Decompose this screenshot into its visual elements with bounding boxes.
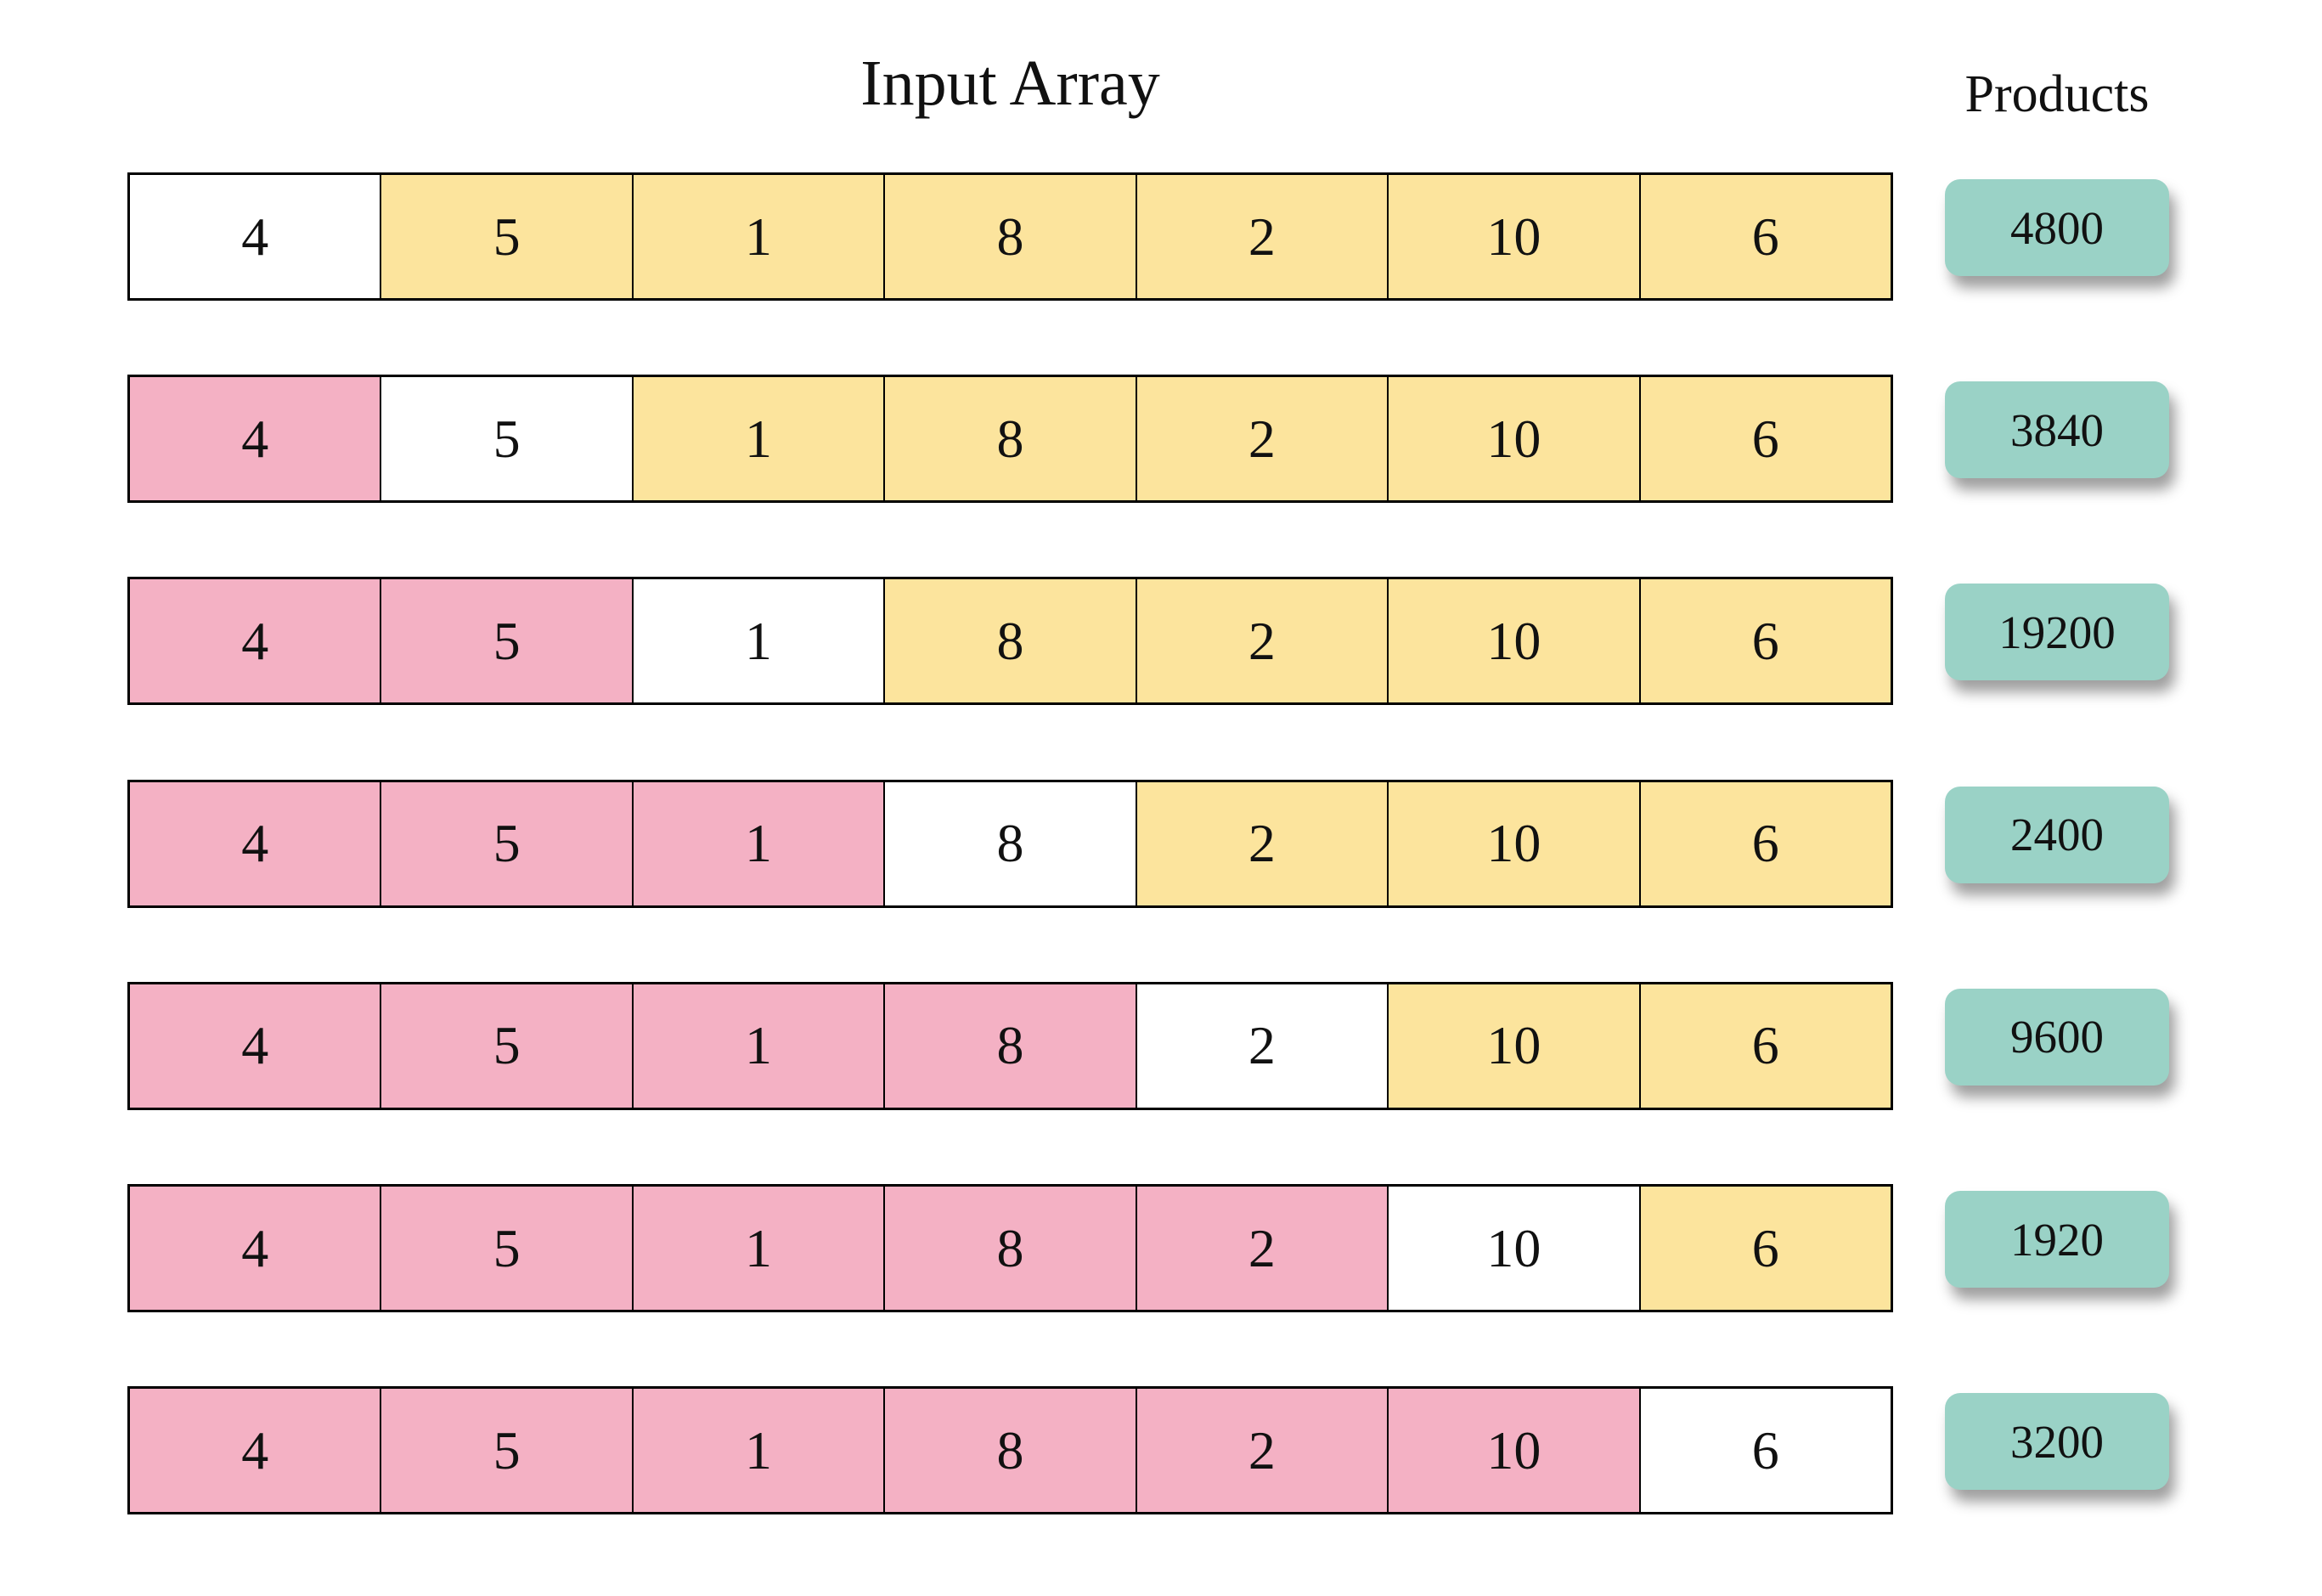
products-label: Products	[1964, 65, 2150, 123]
product-badge: 3840	[1945, 381, 2169, 479]
array-cell: 8	[883, 1187, 1136, 1310]
array-cell: 5	[380, 1187, 632, 1310]
array-cell: 5	[380, 175, 632, 298]
array-cell: 6	[1638, 175, 1891, 298]
array-cell: 2	[1135, 377, 1388, 501]
array-cell: 1	[631, 1187, 884, 1310]
array-cell: 5	[380, 579, 632, 703]
array-cell: 5	[380, 1389, 632, 1513]
input-array-title: Input Array	[860, 48, 1160, 119]
array-cell: 1	[631, 579, 884, 703]
array-cell: 6	[1638, 781, 1891, 905]
array-cell: 1	[631, 1389, 884, 1513]
array-cell: 6	[1638, 1389, 1891, 1513]
product-badge: 9600	[1945, 988, 2169, 1086]
array-cell: 8	[883, 984, 1136, 1108]
array-cell: 8	[883, 781, 1136, 905]
array-cell: 4	[130, 579, 380, 703]
array-cell: 6	[1638, 579, 1891, 703]
product-badge: 3200	[1945, 1393, 2169, 1491]
array-cell: 8	[883, 377, 1136, 501]
array-cell: 2	[1135, 579, 1388, 703]
product-badge: 19200	[1945, 584, 2169, 681]
array-cell: 2	[1135, 1187, 1388, 1310]
array-cell: 6	[1638, 984, 1891, 1108]
array-cell: 10	[1387, 579, 1639, 703]
array-cell: 2	[1135, 984, 1388, 1108]
array-cell: 4	[130, 984, 380, 1108]
array-cell: 5	[380, 984, 632, 1108]
array-cell: 8	[883, 1389, 1136, 1513]
array-cell: 4	[130, 1389, 380, 1513]
array-cell: 5	[380, 781, 632, 905]
array-cell: 2	[1135, 175, 1388, 298]
array-cell: 1	[631, 781, 884, 905]
array-cell: 1	[631, 984, 884, 1108]
array-cell: 2	[1135, 781, 1388, 905]
array-cell: 5	[380, 377, 632, 501]
array-cell: 6	[1638, 377, 1891, 501]
array-cell: 10	[1387, 984, 1639, 1108]
array-cell: 1	[631, 175, 884, 298]
product-badge: 1920	[1945, 1191, 2169, 1288]
array-cell: 4	[130, 781, 380, 905]
array-cell: 10	[1387, 377, 1639, 501]
array-cell: 10	[1387, 175, 1639, 298]
array-cell: 6	[1638, 1187, 1891, 1310]
product-badge: 4800	[1945, 179, 2169, 276]
array-cell: 8	[883, 579, 1136, 703]
array-cell: 10	[1387, 1389, 1639, 1513]
array-cell: 1	[631, 377, 884, 501]
array-cell: 8	[883, 175, 1136, 298]
product-badge: 2400	[1945, 786, 2169, 883]
array-cell: 4	[130, 175, 380, 298]
array-cell: 10	[1387, 781, 1639, 905]
array-cell: 4	[130, 1187, 380, 1310]
array-cell: 4	[130, 377, 380, 501]
array-cell: 10	[1387, 1187, 1639, 1310]
array-cell: 2	[1135, 1389, 1388, 1513]
